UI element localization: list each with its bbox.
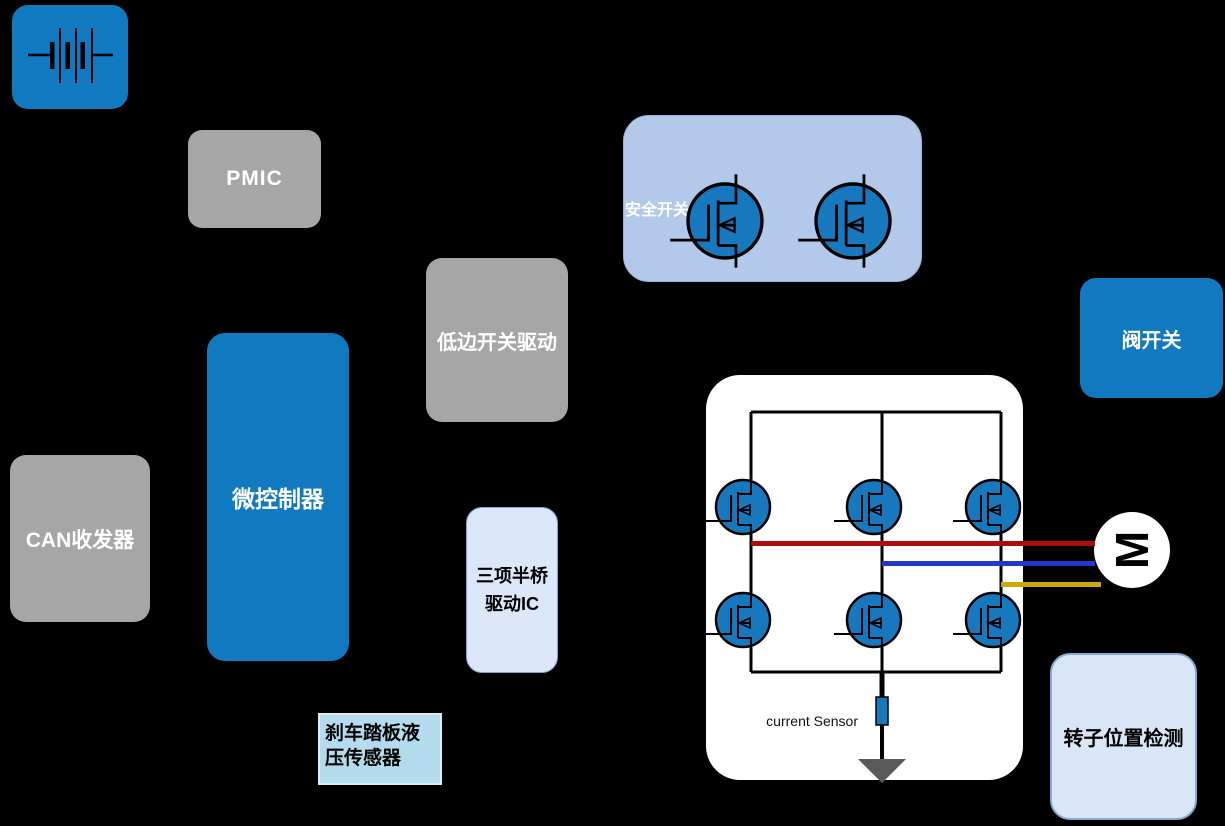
brake-pedal-pressure-sensor-block: 刹车踏板液 压传感器 bbox=[318, 713, 442, 785]
pmic-label: PMIC bbox=[226, 167, 283, 190]
can-transceiver-block: CAN收发器 bbox=[10, 455, 150, 622]
low-side-switch-driver-block: 低边开关驱动 bbox=[426, 258, 568, 422]
safety-switch-block: 安全开关 bbox=[623, 115, 922, 282]
microcontroller-label: 微控制器 bbox=[232, 486, 324, 512]
motor-circle: M bbox=[1094, 512, 1170, 588]
half-bridge-driver-block: 三项半桥 驱动IC bbox=[466, 507, 558, 673]
valve-switch-block: 阀开关 bbox=[1080, 278, 1223, 398]
rotor-position-detection-label: 转子位置检测 bbox=[1063, 728, 1184, 750]
battery-icon bbox=[28, 28, 113, 83]
inverter-panel bbox=[706, 375, 1023, 780]
valve-switch-label: 阀开关 bbox=[1121, 329, 1182, 352]
pmic-block: PMIC bbox=[188, 130, 321, 228]
rotor-position-detection-block: 转子位置检测 bbox=[1050, 653, 1197, 820]
microcontroller-block: 微控制器 bbox=[207, 333, 349, 661]
can-transceiver-label: CAN收发器 bbox=[25, 528, 135, 552]
battery-block bbox=[12, 5, 128, 109]
low-side-switch-driver-label: 低边开关驱动 bbox=[437, 331, 557, 354]
brake-pedal-pressure-sensor-label: 刹车踏板液 压传感器 bbox=[325, 723, 421, 769]
motor-label: M bbox=[1105, 530, 1158, 570]
half-bridge-driver-label: 三项半桥 驱动IC bbox=[476, 566, 548, 614]
safety-switch-label: 安全开关 bbox=[625, 202, 690, 219]
